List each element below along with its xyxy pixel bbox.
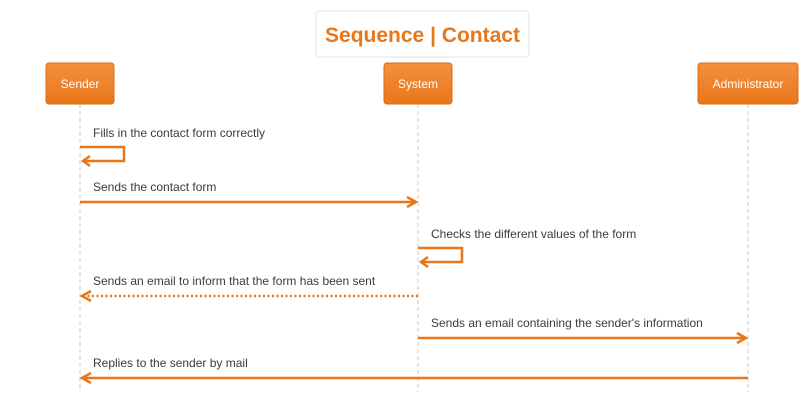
message-1: Fills in the contact form correctly bbox=[80, 126, 265, 168]
message-label: Fills in the contact form correctly bbox=[93, 126, 265, 140]
message-label: Sends an email to inform that the form h… bbox=[93, 274, 376, 288]
arrowhead-icon bbox=[79, 289, 92, 303]
message-label: Sends the contact form bbox=[93, 180, 216, 194]
message-label: Checks the different values of the form bbox=[431, 227, 636, 241]
arrowhead-icon bbox=[406, 195, 419, 209]
actor-admin[interactable]: Administrator bbox=[697, 62, 799, 105]
message-4: Sends an email to inform that the form h… bbox=[79, 274, 418, 303]
message-label: Replies to the sender by mail bbox=[93, 356, 248, 370]
message-6: Replies to the sender by mail bbox=[79, 356, 748, 385]
actor-box[interactable] bbox=[45, 62, 115, 105]
arrowhead-icon bbox=[80, 154, 91, 168]
actor-system[interactable]: System bbox=[383, 62, 453, 105]
arrowhead-icon bbox=[736, 331, 749, 345]
actor-box[interactable] bbox=[383, 62, 453, 105]
lifelines bbox=[79, 104, 749, 392]
arrowhead-icon bbox=[418, 255, 429, 269]
diagram-title-text: Sequence | Contact bbox=[325, 24, 520, 47]
message-arrow-line bbox=[80, 145, 126, 163]
message-2: Sends the contact form bbox=[80, 180, 419, 209]
diagram-title: Sequence | Contact bbox=[315, 10, 530, 58]
arrowhead-icon bbox=[79, 371, 92, 385]
message-5: Sends an email containing the sender's i… bbox=[418, 316, 749, 345]
title-box bbox=[315, 10, 530, 58]
actor-label: Sender bbox=[61, 77, 100, 91]
message-arrow-line bbox=[418, 246, 464, 264]
actor-label: Administrator bbox=[713, 77, 784, 91]
message-label: Sends an email containing the sender's i… bbox=[431, 316, 703, 330]
message-3: Checks the different values of the form bbox=[418, 227, 636, 269]
actors: Sender System Administrator bbox=[45, 62, 799, 105]
actor-sender[interactable]: Sender bbox=[45, 62, 115, 105]
messages: Fills in the contact form correctlySends… bbox=[79, 126, 749, 385]
actor-label: System bbox=[398, 77, 438, 91]
actor-box[interactable] bbox=[697, 62, 799, 105]
